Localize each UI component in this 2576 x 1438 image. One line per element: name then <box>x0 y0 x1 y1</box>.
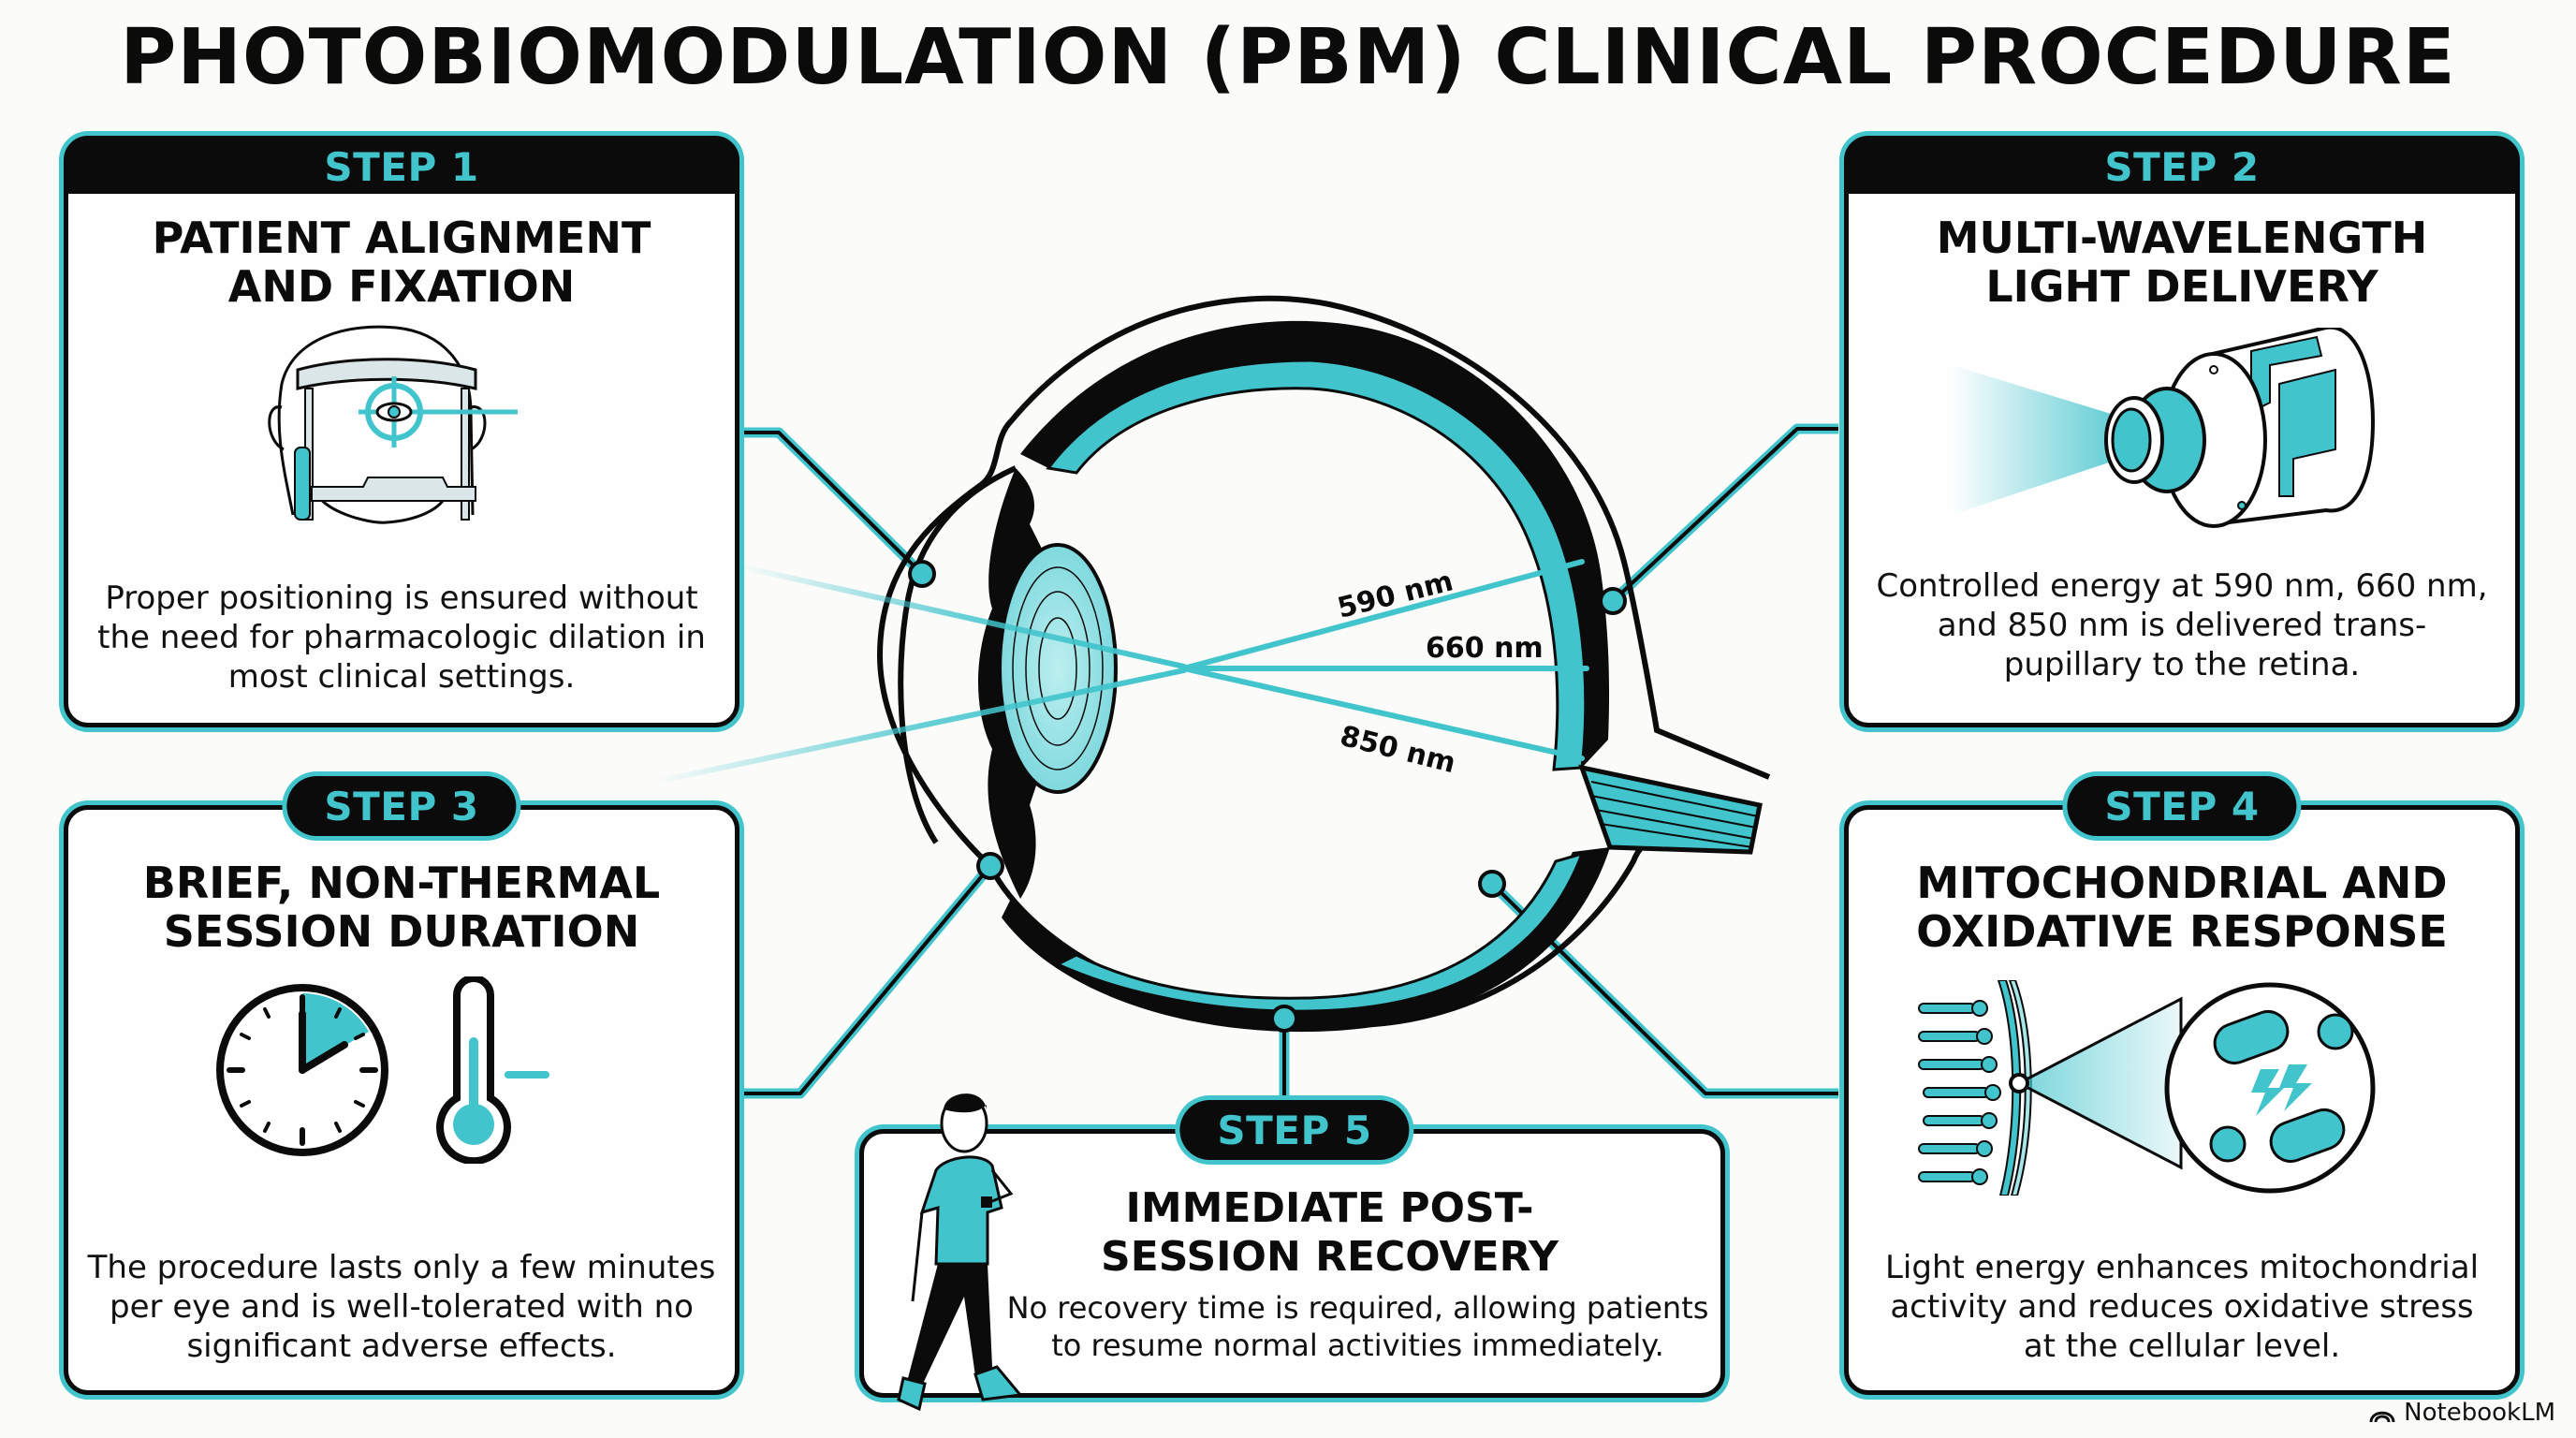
light-emitter-device-icon <box>1952 328 2376 528</box>
step-5-badge: STEP 5 <box>1179 1100 1410 1160</box>
notebooklm-logo-icon <box>2369 1411 2395 1423</box>
connector-lines <box>739 423 1838 1120</box>
thermometer-icon <box>436 976 549 1164</box>
connector-step1 <box>739 427 926 578</box>
connector-step3 <box>739 862 995 1099</box>
page-title: PHOTOBIOMODULATION (PBM) CLINICAL PROCED… <box>120 13 2456 102</box>
node-step3 <box>976 852 1004 880</box>
step-1-label: STEP 1 <box>324 143 479 190</box>
step-2-title: MULTI-WAVELENGTH LIGHT DELIVERY <box>1936 213 2428 312</box>
step-2-label: STEP 2 <box>2104 143 2260 190</box>
step-3-description: The procedure lasts only a few minutes p… <box>87 1249 716 1365</box>
beam-850-in <box>652 668 1187 785</box>
step-4-badge: STEP 4 <box>2067 776 2297 836</box>
clock-and-thermometer-icon <box>216 976 549 1164</box>
energy-bolts <box>2251 1064 2312 1116</box>
patient-headrest-fixation-icon <box>268 325 518 524</box>
retina-mitochondria-magnifier-icon <box>1918 980 2376 1196</box>
label-590nm: 590 nm <box>1334 565 1456 624</box>
step-1-description: Proper positioning is ensured without th… <box>97 580 706 696</box>
step-3-card: STEP 3 BRIEF, NON-THERMAL SESSION DURATI… <box>64 776 739 1395</box>
light-beams <box>652 559 1589 785</box>
step-3-label: STEP 3 <box>324 783 479 829</box>
connector-step2 <box>1609 423 1838 606</box>
beam-590 <box>1181 559 1585 671</box>
clock-icon <box>216 984 388 1156</box>
node-step4 <box>1478 870 1506 898</box>
node-step2 <box>1599 587 1627 615</box>
step-5-label: STEP 5 <box>1217 1107 1372 1153</box>
beam-850 <box>1181 666 1585 761</box>
step-5-title: IMMEDIATE POST- SESSION RECOVERY <box>1101 1184 1559 1281</box>
notebooklm-watermark: NotebookLM <box>2368 1399 2555 1427</box>
choroid-band-lower <box>1002 847 1610 1033</box>
node-step5 <box>1270 1005 1298 1033</box>
step-5-description: No recovery time is required, allowing p… <box>1006 1290 1709 1363</box>
step-2-card: STEP 2 MULTI-WAVELENGTH LIGHT DELIVERY C… <box>1844 136 2520 727</box>
beam-590-in <box>737 564 1187 669</box>
walking-person-icon <box>897 1093 1023 1412</box>
connector-nodes <box>908 560 1627 1033</box>
optic-nerve <box>1578 764 1763 855</box>
step-1-header: STEP 1 <box>67 139 736 194</box>
step-3-title: BRIEF, NON-THERMAL SESSION DURATION <box>142 858 661 957</box>
step-4-title: MITOCHONDRIAL AND OXIDATIVE RESPONSE <box>1916 858 2448 957</box>
watermark-text: NotebookLM <box>2404 1399 2555 1427</box>
node-step1 <box>908 560 936 588</box>
retina-band-lower <box>1054 851 1585 1013</box>
step-1-title: PATIENT ALIGNMENT AND FIXATION <box>152 213 651 312</box>
label-660nm: 660 nm <box>1426 632 1544 665</box>
step-4-description: Light energy enhances mitochondrial acti… <box>1884 1249 2480 1365</box>
retinal-cells <box>1918 980 2032 1196</box>
step-1-card: STEP 1 PATIENT ALIGNMENT AND FIXATION Pr… <box>64 136 739 727</box>
step-4-card: STEP 4 MITOCHONDRIAL AND OXIDATIVE RESPO… <box>1844 776 2520 1395</box>
mitochondria <box>2209 1010 2354 1163</box>
step-3-badge: STEP 3 <box>286 776 517 836</box>
step-2-header: STEP 2 <box>1848 139 2516 194</box>
step-2-description: Controlled energy at 590 nm, 660 nm, and… <box>1876 567 2488 683</box>
step-5-card: STEP 5 IMMEDIATE POST- SESSION RECOVERY … <box>859 1100 1725 1398</box>
step-4-label: STEP 4 <box>2104 783 2260 829</box>
